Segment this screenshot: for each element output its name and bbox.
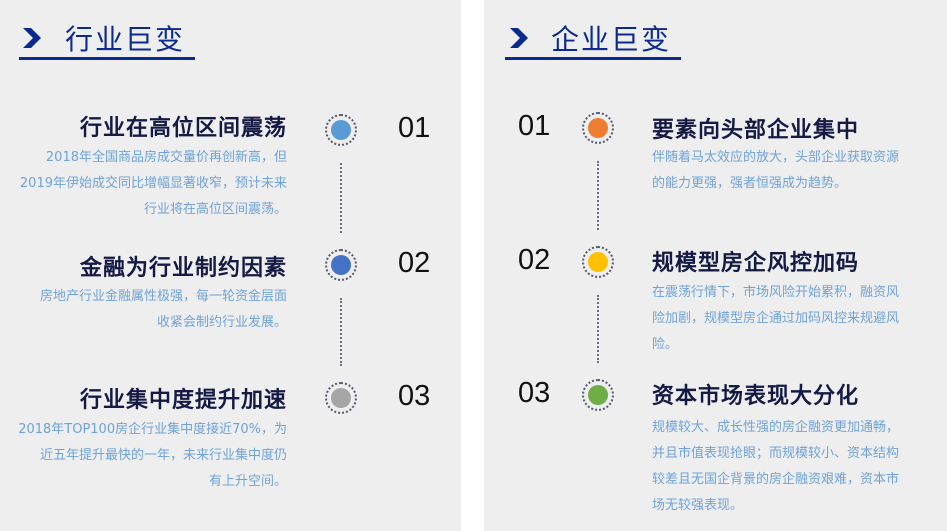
item-description: 伴随着马太效应的放大，头部企业获取资源的能力更强，强者恒强成为趋势。: [652, 145, 899, 197]
description-line: 收紧会制约行业发展。: [156, 315, 287, 330]
description-line: 并且市值表现抢眼；而规模较小、资本结构: [652, 446, 900, 461]
node-dot-icon: [588, 252, 608, 272]
timeline-connector: [597, 295, 599, 363]
timeline-node: [582, 379, 614, 411]
timeline-connector: [597, 161, 599, 230]
section-heading: 行业巨变: [65, 23, 186, 56]
item-description: 2018年TOP100房企行业集中度接近70%，为近五年提升最快的一年，未来行业…: [18, 417, 287, 495]
item-title: 金融为行业制约因素: [79, 256, 287, 281]
item-number: 01: [398, 112, 431, 144]
node-dot-icon: [331, 120, 351, 140]
item-title: 行业在高位区间震荡: [79, 116, 287, 141]
description-line: 规模较大、成长性强的房企融资更加通畅，: [652, 420, 900, 435]
item-number: 03: [518, 377, 551, 409]
description-line: 2018年全国商品房成交量价再创新高，但: [45, 150, 287, 165]
item-title: 资本市场表现大分化: [652, 384, 860, 409]
heading-underline: [505, 57, 681, 60]
heading-underline: [19, 57, 195, 60]
timeline-node: [325, 249, 357, 281]
item-number: 02: [398, 247, 431, 279]
timeline-connector: [340, 163, 342, 233]
timeline-node: [325, 382, 357, 414]
item-number: 03: [398, 380, 431, 412]
left-panel: 行业巨变 行业在高位区间震荡 2018年全国商品房成交量价再创新高，但 2019年伊…: [0, 0, 461, 531]
chevron-right-icon: [510, 28, 528, 48]
timeline-connector: [340, 298, 342, 366]
description-line: 险加剧，规模型房企通过加码风控来规避风: [652, 311, 900, 326]
timeline-node: [582, 112, 614, 144]
node-dot-icon: [331, 255, 351, 275]
item-description: 房地产行业金融属性极强，每一轮资金层面收紧会制约行业发展。: [40, 284, 287, 336]
description-line: 的能力更强，强者恒强成为趋势。: [652, 176, 848, 191]
chevron-right-icon: [23, 28, 41, 48]
description-line: 房地产行业金融属性极强，每一轮资金层面: [39, 289, 287, 304]
description-line: 伴随着马太效应的放大，头部企业获取资源: [652, 150, 900, 165]
node-dot-icon: [331, 388, 351, 408]
description-line: 近五年提升最快的一年，未来行业集中度仍: [39, 448, 287, 463]
item-title: 规模型房企风控加码: [652, 251, 860, 276]
node-dot-icon: [588, 385, 608, 405]
description-line: 有上升空间。: [208, 474, 287, 489]
description-line: 2019年伊始成交同比增幅显著收窄，预计未来: [19, 176, 287, 191]
item-number: 02: [518, 244, 551, 276]
description-line: 行业将在高位区间震荡。: [143, 202, 287, 217]
description-line: 2018年TOP100房企行业集中度接近70%，为: [18, 422, 287, 437]
description-line: 险。: [652, 337, 679, 352]
node-dot-icon: [588, 118, 608, 138]
timeline-node: [582, 246, 614, 278]
item-description: 在震荡行情下，市场风险开始累积，融资风险加剧，规模型房企通过加码风控来规避风险。: [652, 280, 899, 358]
item-title: 要素向头部企业集中: [652, 118, 860, 143]
item-description: 规模较大、成长性强的房企融资更加通畅， 并且市值表现抢眼；而规模较小、资本结构较差…: [652, 415, 899, 519]
item-title: 行业集中度提升加速: [79, 388, 287, 413]
description-line: 较差且无国企背景的房企融资艰难，资本市: [652, 472, 900, 487]
description-line: 在震荡行情下，市场风险开始累积，融资风: [652, 285, 900, 300]
description-line: 场无较强表现。: [652, 498, 744, 513]
timeline-node: [325, 114, 357, 146]
section-heading: 企业巨变: [551, 23, 672, 56]
item-number: 01: [518, 110, 551, 142]
item-description: 2018年全国商品房成交量价再创新高，但 2019年伊始成交同比增幅显著收窄，预计…: [20, 145, 287, 223]
